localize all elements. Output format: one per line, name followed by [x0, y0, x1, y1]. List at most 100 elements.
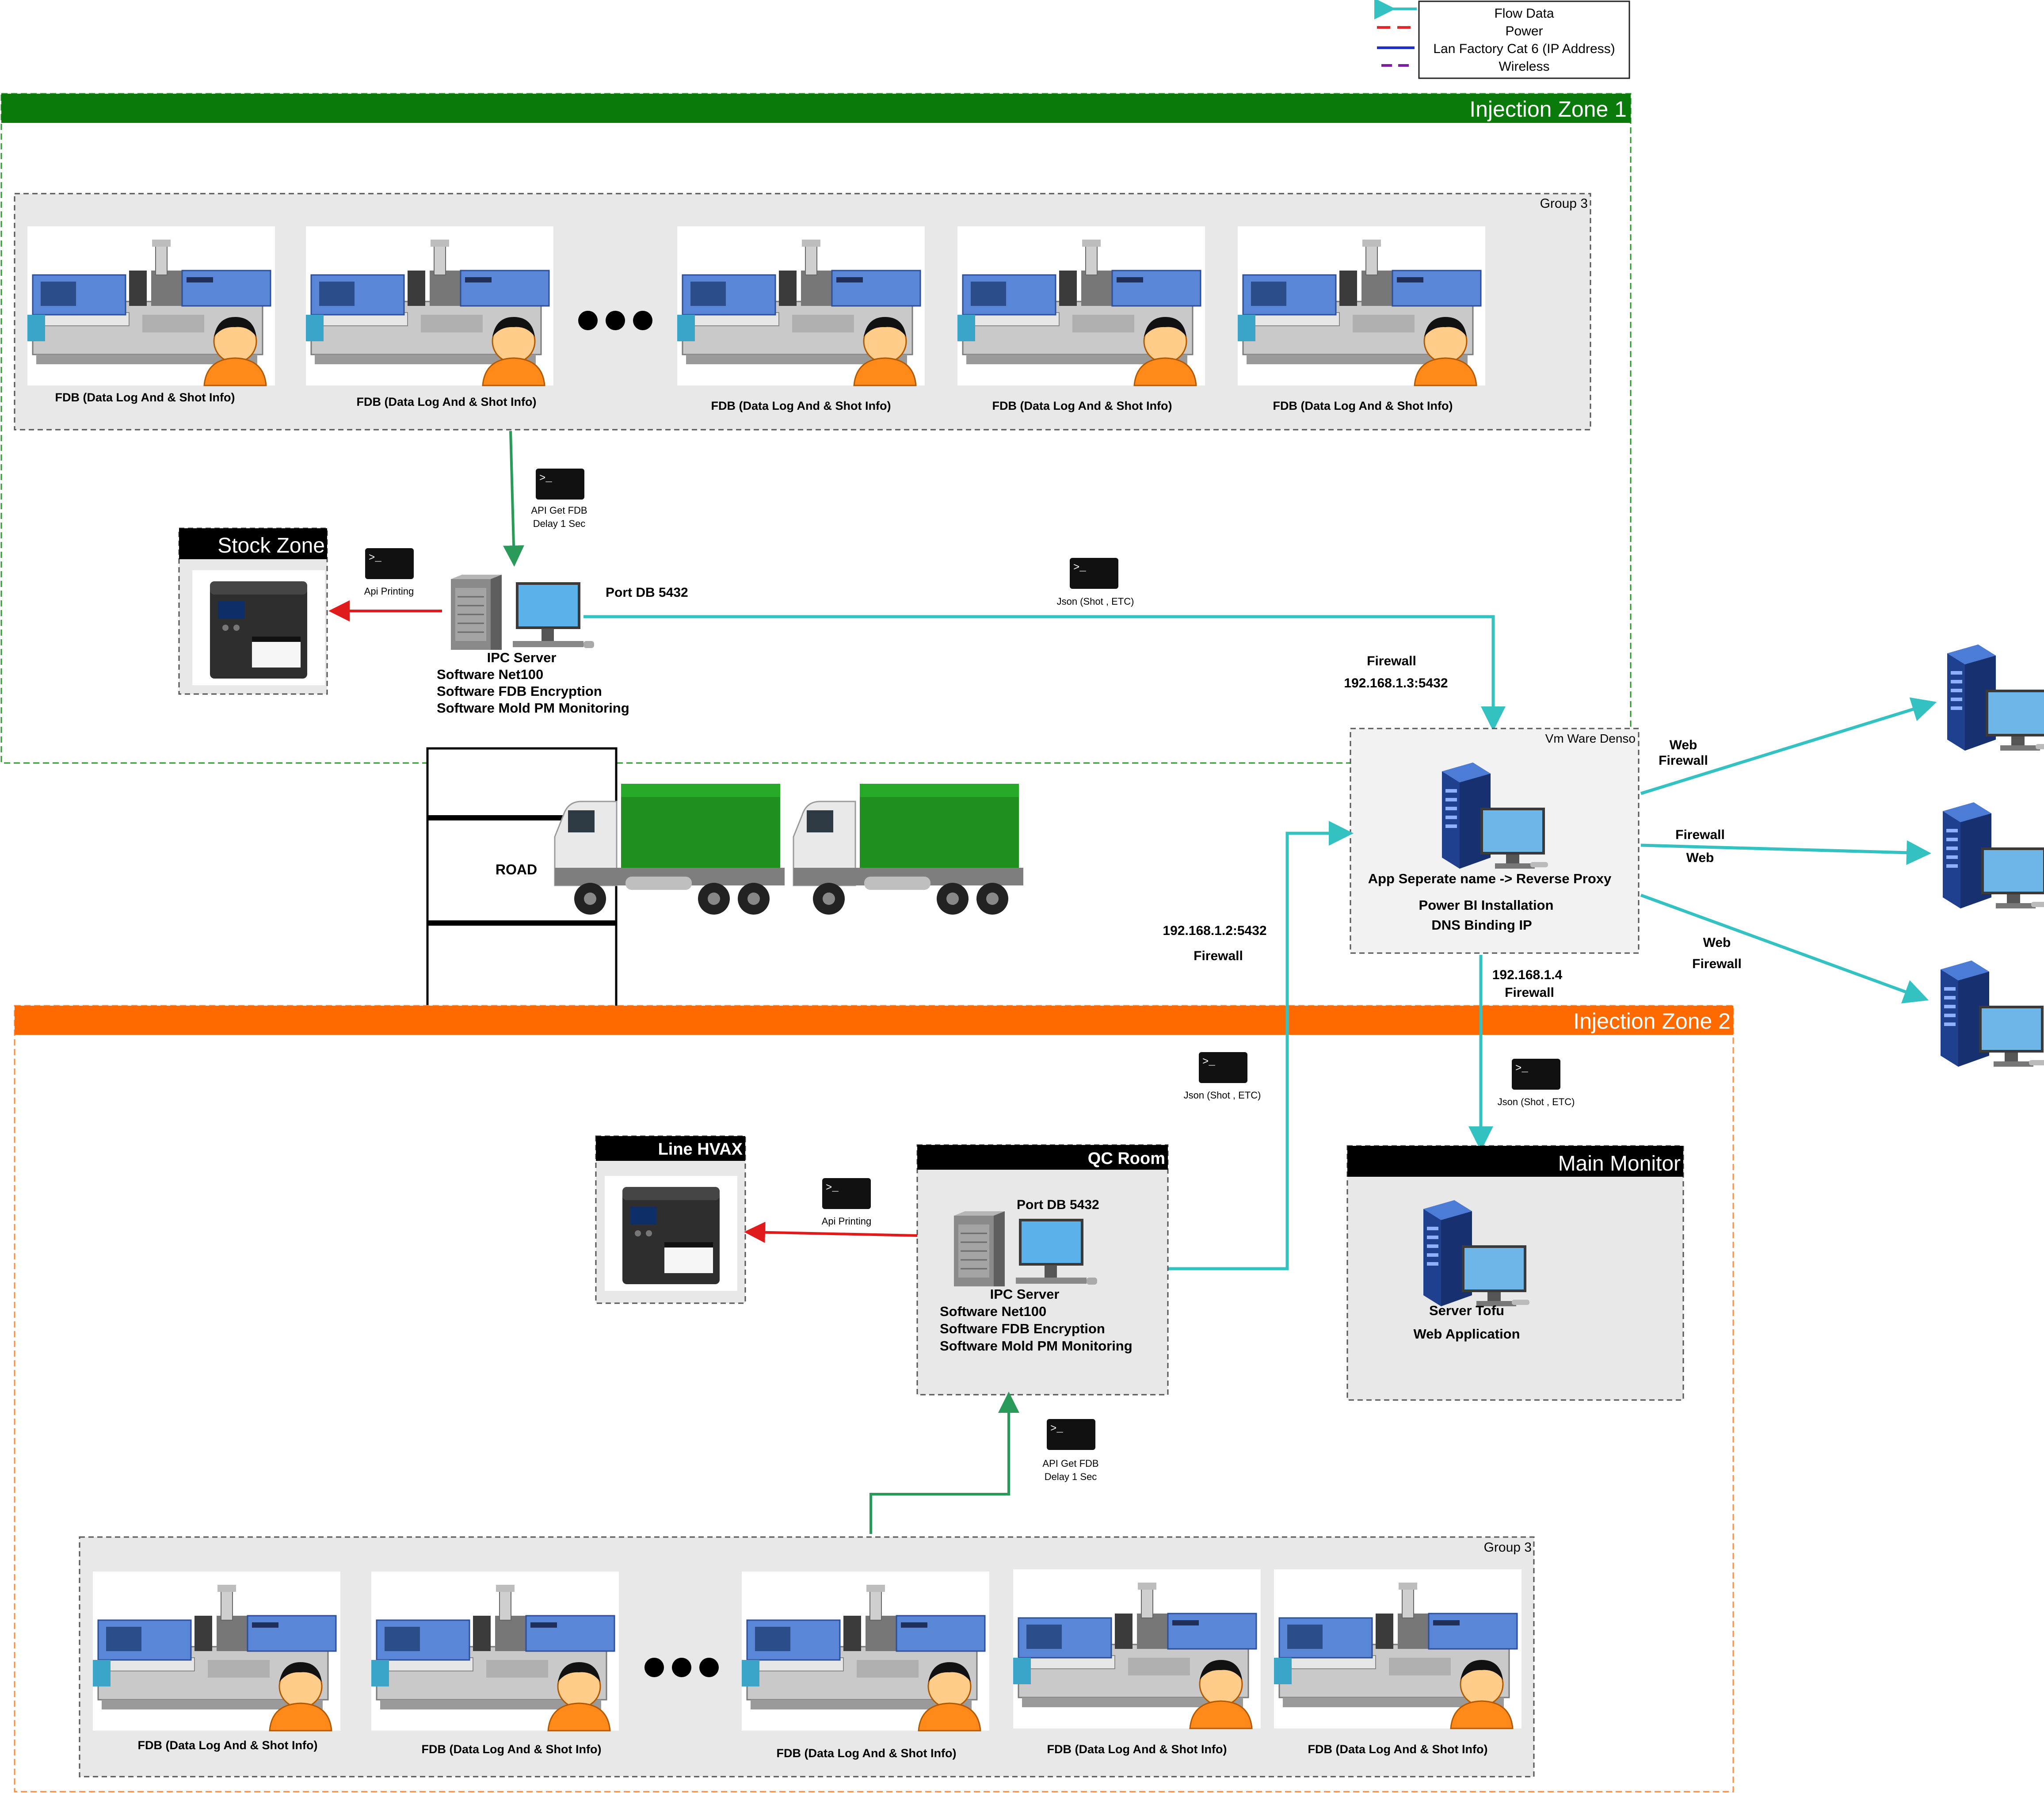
printer-icon	[605, 1176, 737, 1291]
web2-label-a: Firewall	[1675, 828, 1725, 842]
group-top-label: Group 3	[1540, 196, 1588, 211]
vmware-to-client-1-flow	[1640, 697, 1937, 795]
legend-box	[1418, 0, 1630, 79]
ellipsis-dot	[672, 1658, 691, 1677]
api-json-qc: Json (Shot , ETC)	[1184, 1090, 1261, 1101]
ipc2-port: Port DB 5432	[1017, 1198, 1099, 1212]
vmware-line-3: DNS Binding IP	[1431, 917, 1532, 933]
web3-label-a: Web	[1703, 935, 1731, 950]
api-json-top: Json (Shot , ETC)	[1057, 596, 1134, 607]
stock-zone-title: Stock Zone	[217, 534, 325, 557]
terminal-icon	[822, 1178, 871, 1209]
ipc1-to-vmware-flow	[583, 615, 1506, 731]
legend-flow-label: Flow Data	[1494, 6, 1554, 21]
machine-top-4-image	[957, 225, 1206, 386]
ellipsis-dot	[578, 311, 598, 330]
client-server-icon	[1943, 802, 2044, 908]
terminal-icon	[365, 548, 414, 579]
ipc2-line-2: Software Net100	[940, 1304, 1046, 1319]
machine-bottom-4-label: FDB (Data Log And & Shot Info)	[1047, 1743, 1227, 1756]
machine-top-1-label: FDB (Data Log And & Shot Info)	[55, 391, 235, 404]
fw-left-label-1: 192.168.1.2:5432	[1163, 923, 1266, 938]
ipc1-line-4: Software Mold PM Monitoring	[437, 700, 629, 716]
machine-bottom-1-label: FDB (Data Log And & Shot Info)	[138, 1739, 318, 1752]
ellipsis-dot	[606, 311, 625, 330]
zone1-title: Injection Zone 1	[1469, 97, 1627, 122]
web3-label-b: Firewall	[1692, 957, 1742, 971]
vmware-box	[1350, 728, 1640, 954]
main-monitor-line-2: Web Application	[1413, 1326, 1520, 1342]
zone2-header	[15, 1006, 1733, 1035]
ipc2-to-printer-arrow	[744, 1221, 918, 1243]
road-area: ROAD	[426, 747, 1024, 1014]
machine-bottom-3-image	[741, 1571, 990, 1732]
ipc2-line-1: IPC Server	[990, 1286, 1060, 1302]
injection-zone-1: Injection Zone 1 Group 3 FDB (Data Log A…	[0, 93, 1632, 764]
api-printing-top: Api Printing	[364, 586, 414, 597]
truck-icon	[554, 783, 786, 916]
fdb-to-ipc1-arrow	[503, 431, 525, 567]
line-hvax-header	[596, 1136, 745, 1161]
client-server-icon	[1941, 961, 2044, 1067]
web1-label-b: Firewall	[1659, 753, 1708, 768]
api-get-fdb-top-line1: API Get FDB	[531, 505, 587, 516]
machine-top-1-image	[27, 225, 276, 386]
ellipsis-dot	[699, 1658, 719, 1677]
legend-wireless-label: Wireless	[1499, 59, 1549, 74]
machine-top-5-image	[1237, 225, 1486, 386]
ipc2-line-3: Software FDB Encryption	[940, 1321, 1105, 1336]
ipc1-line-1: IPC Server	[487, 650, 557, 665]
web2-label-b: Web	[1686, 851, 1714, 865]
group-bottom-label: Group 3	[1484, 1540, 1532, 1555]
ipc2-to-vmware-flow	[1168, 821, 1354, 1270]
machine-bottom-1-image	[92, 1571, 341, 1732]
web1-label-a: Web	[1670, 738, 1697, 752]
ellipsis-dot	[633, 311, 652, 330]
zone1-border	[0, 93, 1632, 764]
api-get-fdb-bottom-line1: API Get FDB	[1042, 1458, 1098, 1469]
main-monitor-header	[1347, 1146, 1683, 1177]
legend-power-label: Power	[1505, 24, 1543, 38]
api-get-fdb-bottom-line2: Delay 1 Sec	[1045, 1471, 1097, 1482]
qc-room-header	[917, 1145, 1168, 1170]
terminal-icon	[1070, 558, 1118, 589]
machine-bottom-2-label: FDB (Data Log And & Shot Info)	[422, 1743, 602, 1756]
legend-lan-label: Lan Factory Cat 6 (IP Address)	[1433, 42, 1615, 56]
main-monitor-line-1: Server Tofu	[1429, 1303, 1504, 1318]
machine-top-3-image	[676, 225, 926, 386]
zone1-header	[1, 94, 1631, 123]
vmware-to-client-3-flow	[1640, 893, 1929, 1003]
stock-zone-header	[179, 528, 327, 559]
main-monitor-title: Main Monitor	[1558, 1152, 1681, 1175]
road-label: ROAD	[496, 862, 537, 877]
ipc-server-icon	[451, 575, 594, 650]
fw-down-label-2: Firewall	[1505, 985, 1554, 1000]
vmware-title: Vm Ware Denso	[1545, 732, 1636, 745]
qc-room-title: QC Room	[1088, 1149, 1165, 1168]
injection-zone-2: Injection Zone 2 192.168.1.4 Firewall Js…	[14, 821, 1734, 1793]
machine-top-2-image	[305, 225, 554, 386]
printer-icon	[192, 570, 325, 685]
api-printing-bottom: Api Printing	[822, 1216, 872, 1227]
terminal-icon	[1199, 1052, 1247, 1083]
machine-top-4-label: FDB (Data Log And & Shot Info)	[992, 399, 1172, 412]
vmware-denso: Vm Ware Denso App Seperate name -> Rever…	[1350, 728, 1640, 954]
machine-top-3-label: FDB (Data Log And & Shot Info)	[711, 399, 891, 412]
ipc2-line-4: Software Mold PM Monitoring	[940, 1338, 1133, 1354]
machine-bottom-5-image	[1273, 1568, 1522, 1729]
ipc1-line-3: Software FDB Encryption	[437, 683, 602, 699]
terminal-icon	[536, 469, 584, 500]
ipc1-port: Port DB 5432	[606, 585, 688, 600]
fw-top-label-1: Firewall	[1367, 654, 1416, 668]
machine-bottom-2-image	[370, 1571, 620, 1732]
line-hvax-title: Line HVAX	[658, 1140, 743, 1159]
vmware-to-client-2-flow	[1640, 840, 1931, 865]
vmware-line-1: App Seperate name -> Reverse Proxy	[1368, 871, 1612, 886]
ipc1-line-2: Software Net100	[437, 667, 543, 682]
fw-down-label-1: 192.168.1.4	[1492, 968, 1563, 982]
machine-bottom-4-image	[1012, 1568, 1262, 1729]
fw-top-label-2: 192.168.1.3:5432	[1344, 676, 1448, 690]
web-clients: Web Firewall Firewall Web Web Firewall	[1640, 645, 2044, 1067]
api-json-monitor: Json (Shot , ETC)	[1498, 1096, 1575, 1107]
